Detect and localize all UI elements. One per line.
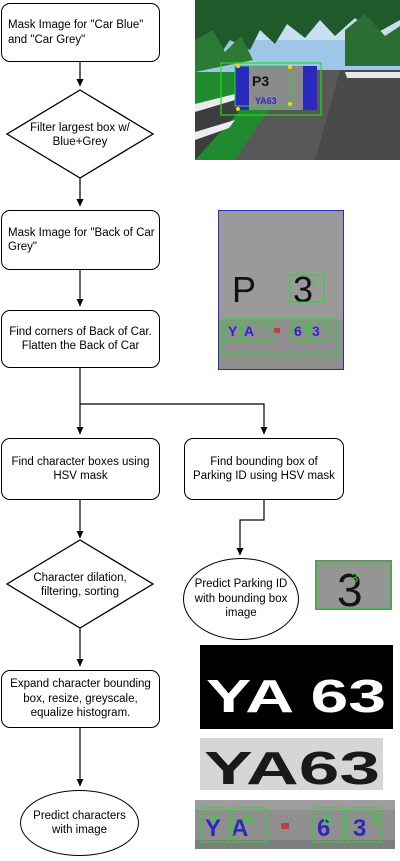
back-of-car-image: P 3 3 Y A 6 3 X 6 3 [218,210,344,370]
predicted-chars-image: Y A 6 3 Y A 6 3 [195,800,395,849]
binary-mask-image: YA 63 [200,645,393,729]
back-parking-digit: 3 [293,269,313,310]
back-parking-letter: P [232,269,256,310]
svg-text:3: 3 [353,815,366,842]
node-predict-chars-label: Predict characters with image [33,809,126,836]
back-box-label-2: X [260,326,265,333]
node-find-char-boxes: Find character boxes using HSV mask [1,438,160,500]
svg-text:6: 6 [317,815,330,842]
node-find-parking-box: Find bounding box of Parking ID using HS… [184,438,344,500]
parking-crop-digit: 3 [337,564,363,610]
node-find-corners-label: Find corners of Back of Car. Flatten the… [9,325,152,352]
back-parking-box-label: 3 [312,279,317,288]
svg-text:A: A [231,815,248,842]
car-scene-image: P3 YA63 [195,0,400,160]
greyscale-image: YA63 [200,738,383,790]
node-expand-char: Expand character bounding box, resize, g… [1,670,160,728]
node-filter-largest-label: Filter largest box w/ Blue+Grey [30,121,130,148]
predicted-label-4: 3 [369,811,378,828]
predicted-label-2: A [243,811,254,828]
node-char-dilation-label: Character dilation, filtering, sorting [33,571,127,598]
node-expand-char-label: Expand character bounding box, resize, g… [10,678,151,720]
node-mask-back: Mask Image for "Back of Car Grey" [1,210,160,270]
node-find-char-boxes-label: Find character boxes using HSV mask [11,455,150,482]
node-predict-parking-label: Predict Parking ID with bounding box ima… [194,578,288,620]
parking-id-crop-image: 3 3 [315,560,392,610]
node-predict-chars: Predict characters with image [20,790,139,856]
diamond-filter-shape [5,89,155,179]
binary-mask-text: YA 63 [206,670,386,722]
predicted-label-1: Y [209,811,220,828]
parking-crop-label: 3 [351,570,358,585]
back-plate-char-1: Y [228,323,238,339]
back-plate-char-2: A [244,323,254,339]
node-mask-back-label: Mask Image for "Back of Car Grey" [8,226,155,253]
back-box-label-3: 6 [304,326,308,333]
svg-text:Y: Y [205,815,221,842]
node-find-corners: Find corners of Back of Car. Flatten the… [1,310,160,368]
node-filter-largest: Filter largest box w/ Blue+Grey [20,116,140,154]
predicted-label-3: 6 [323,811,332,828]
back-plate-char-3: 6 [294,323,302,339]
diamond-dilation-shape [5,539,155,629]
greyscale-text: YA63 [204,742,380,790]
node-find-parking-box-label: Find bounding box of Parking ID using HS… [193,455,335,482]
node-char-dilation: Character dilation, filtering, sorting [28,566,132,604]
car-plate-bottom: YA63 [255,96,277,106]
node-mask-car-label: Mask Image for "Car Blue" and "Car Grey" [8,19,144,46]
car-plate-top: P3 [252,73,269,89]
arrow-parking-to-predict [236,500,265,556]
back-box-label-4: 3 [324,326,328,333]
node-mask-car: Mask Image for "Car Blue" and "Car Grey" [1,3,160,62]
node-predict-parking: Predict Parking ID with bounding box ima… [183,558,299,640]
back-plate-char-4: 3 [312,323,320,339]
arrow-corners-to-parking [80,403,268,435]
